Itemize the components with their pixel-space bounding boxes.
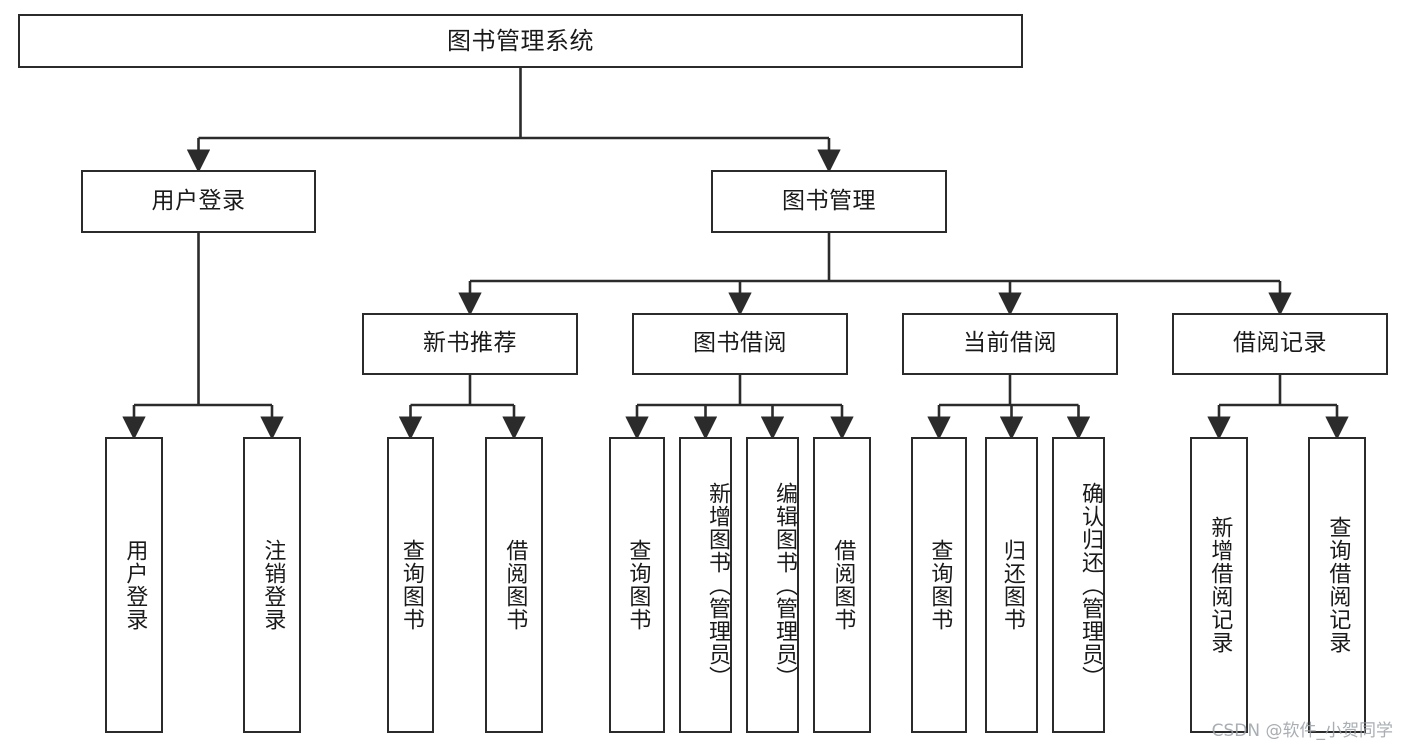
node-leaf-return-book[interactable]: 归还图书 xyxy=(985,437,1038,733)
node-label: 查询图书 xyxy=(927,539,953,631)
node-leaf-add-book-admin[interactable]: 新增图书（管理员） xyxy=(679,437,732,733)
node-label: 用户登录 xyxy=(151,187,246,214)
node-label: 查询图书 xyxy=(625,539,651,631)
node-label: 借阅图书 xyxy=(830,539,856,631)
node-label: 图书管理 xyxy=(782,187,876,214)
node-label: 借阅记录 xyxy=(1233,330,1327,357)
node-leaf-confirm-return-admin[interactable]: 确认归还（管理员） xyxy=(1052,437,1105,733)
node-leaf-query-book-recommend[interactable]: 查询图书 xyxy=(387,437,434,733)
node-label: 新增借阅记录 xyxy=(1207,516,1233,654)
node-label: 归还图书 xyxy=(999,539,1025,631)
node-book-borrow[interactable]: 图书借阅 xyxy=(632,313,848,375)
node-user-login[interactable]: 用户登录 xyxy=(81,170,316,233)
node-leaf-borrow-book[interactable]: 借阅图书 xyxy=(813,437,871,733)
node-borrow-record[interactable]: 借阅记录 xyxy=(1172,313,1388,375)
node-label: 借阅图书 xyxy=(502,539,528,631)
node-label: 图书借阅 xyxy=(693,330,787,357)
node-label: 图书管理系统 xyxy=(447,26,594,55)
node-leaf-logout[interactable]: 注销登录 xyxy=(243,437,301,733)
node-leaf-query-borrow-record[interactable]: 查询借阅记录 xyxy=(1308,437,1366,733)
node-root[interactable]: 图书管理系统 xyxy=(18,14,1023,68)
node-new-book-recommend[interactable]: 新书推荐 xyxy=(362,313,578,375)
node-book-management[interactable]: 图书管理 xyxy=(711,170,947,233)
node-label: 查询图书 xyxy=(398,539,424,631)
node-leaf-edit-book-admin[interactable]: 编辑图书（管理员） xyxy=(746,437,799,733)
node-label: 用户登录 xyxy=(122,539,148,631)
csdn-watermark: CSDN @软件_小贺同学 xyxy=(1211,721,1393,741)
node-label: 当前借阅 xyxy=(963,330,1057,357)
node-label: 新增图书（管理员） xyxy=(705,481,730,689)
node-label: 注销登录 xyxy=(260,539,286,631)
node-current-borrow[interactable]: 当前借阅 xyxy=(902,313,1118,375)
node-label: 新书推荐 xyxy=(423,330,517,357)
node-leaf-query-book-current[interactable]: 查询图书 xyxy=(911,437,967,733)
node-leaf-add-borrow-record[interactable]: 新增借阅记录 xyxy=(1190,437,1248,733)
node-leaf-borrow-book-recommend[interactable]: 借阅图书 xyxy=(485,437,543,733)
node-leaf-query-book-borrow[interactable]: 查询图书 xyxy=(609,437,665,733)
node-label: 确认归还（管理员） xyxy=(1078,481,1103,689)
node-leaf-user-login[interactable]: 用户登录 xyxy=(105,437,163,733)
node-label: 查询借阅记录 xyxy=(1325,516,1351,654)
node-label: 编辑图书（管理员） xyxy=(772,481,797,689)
